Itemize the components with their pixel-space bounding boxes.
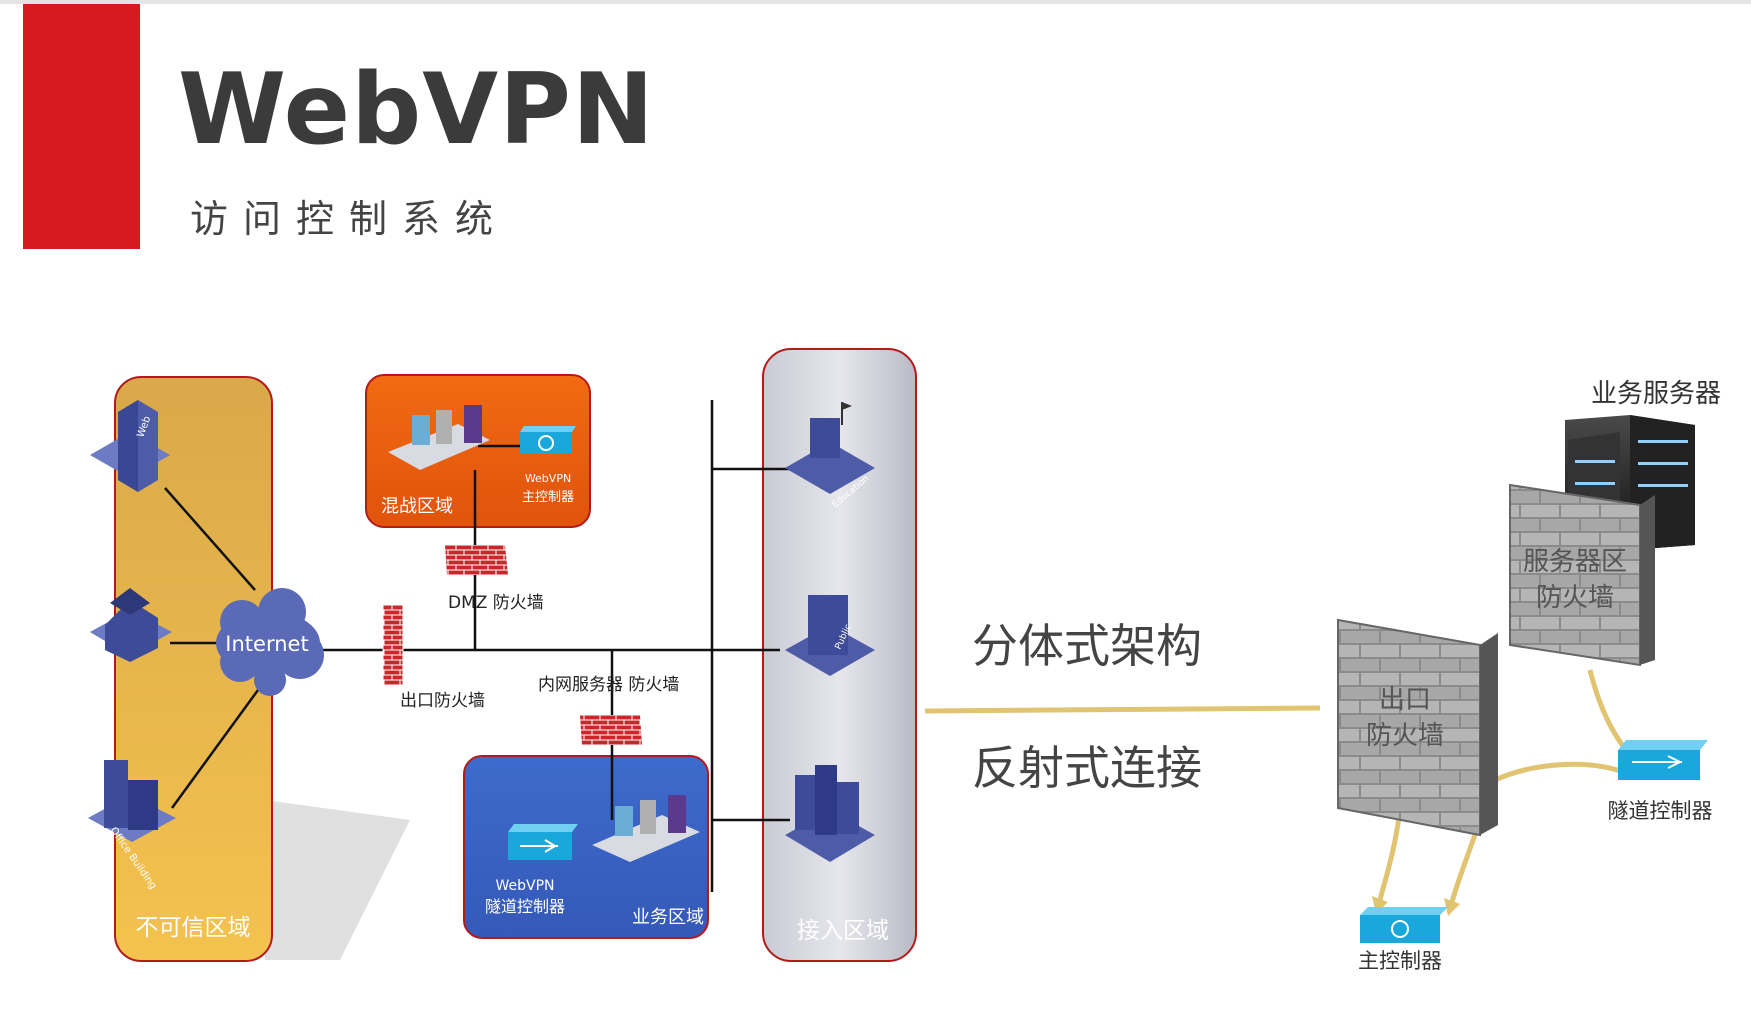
page-subtitle: 访问控制系统 (190, 197, 509, 241)
exit-master-link-1 (1377, 809, 1403, 901)
master-controller-right-label: 主控制器 (1358, 949, 1442, 973)
exit-firewall-icon (382, 604, 404, 686)
dmz-firewall-label: DMZ 防火墙 (448, 593, 544, 613)
tunnel-controller-right-label: 隧道控制器 (1608, 799, 1713, 823)
city-buildings-icon (785, 765, 875, 862)
master-controller-caption-1: WebVPN (525, 472, 571, 485)
brand-accent-bar (23, 4, 140, 249)
reflective-connection-label: 反射式连接 (972, 741, 1202, 795)
network-links (164, 400, 790, 892)
tunnel-controller-right-icon (1618, 740, 1708, 780)
master-controller-right-icon (1360, 907, 1448, 943)
distributed-architecture-label: 分体式架构 (972, 619, 1202, 673)
reflective-link (924, 705, 1321, 714)
exit-firewall-wall-icon (1337, 618, 1498, 837)
public-building-icon: Public (785, 595, 875, 676)
mixed-zone-label: 混战区域 (381, 496, 453, 517)
internet-cloud-icon: Internet (216, 588, 324, 696)
internet-label: Internet (225, 632, 308, 656)
mixed-zone (365, 374, 591, 528)
business-server-icon (592, 795, 700, 862)
master-controller-icon (520, 426, 576, 454)
untrusted-zone-label: 不可信区域 (136, 915, 251, 941)
intranet-firewall-icon (580, 715, 642, 745)
arrow-head (1444, 898, 1460, 916)
business-zone-label: 业务区域 (632, 907, 704, 928)
mixed-zone-server-icon (388, 405, 490, 470)
zone-shadow (265, 800, 410, 960)
house-icon (90, 588, 172, 662)
intranet-firewall-label: 内网服务器 防火墙 (538, 675, 679, 695)
server-zone-firewall-icon (1509, 483, 1655, 667)
exit-firewall-wall-label-2: 防火墙 (1366, 721, 1444, 751)
tunnel-controller-icon (508, 824, 578, 860)
page-title: WebVPN (178, 53, 655, 167)
exit-firewall-wall-label-1: 出口 (1379, 685, 1431, 715)
business-servers-label: 业务服务器 (1591, 379, 1721, 409)
tunnel-link (1493, 761, 1632, 783)
dmz-firewall-icon (445, 545, 508, 575)
server-zone-firewall-label-1: 服务器区 (1523, 547, 1627, 577)
exit-firewall-label: 出口防火墙 (400, 691, 485, 711)
tunnel-controller-caption-1: WebVPN (495, 878, 554, 894)
access-zone-label: 接入区域 (797, 918, 889, 944)
master-controller-caption-2: 主控制器 (522, 490, 574, 505)
tunnel-controller-caption-2: 隧道控制器 (485, 897, 565, 916)
server-zone-firewall-label-2: 防火墙 (1536, 583, 1614, 613)
web-building-icon: Web (90, 400, 170, 492)
top-divider (0, 0, 1751, 4)
